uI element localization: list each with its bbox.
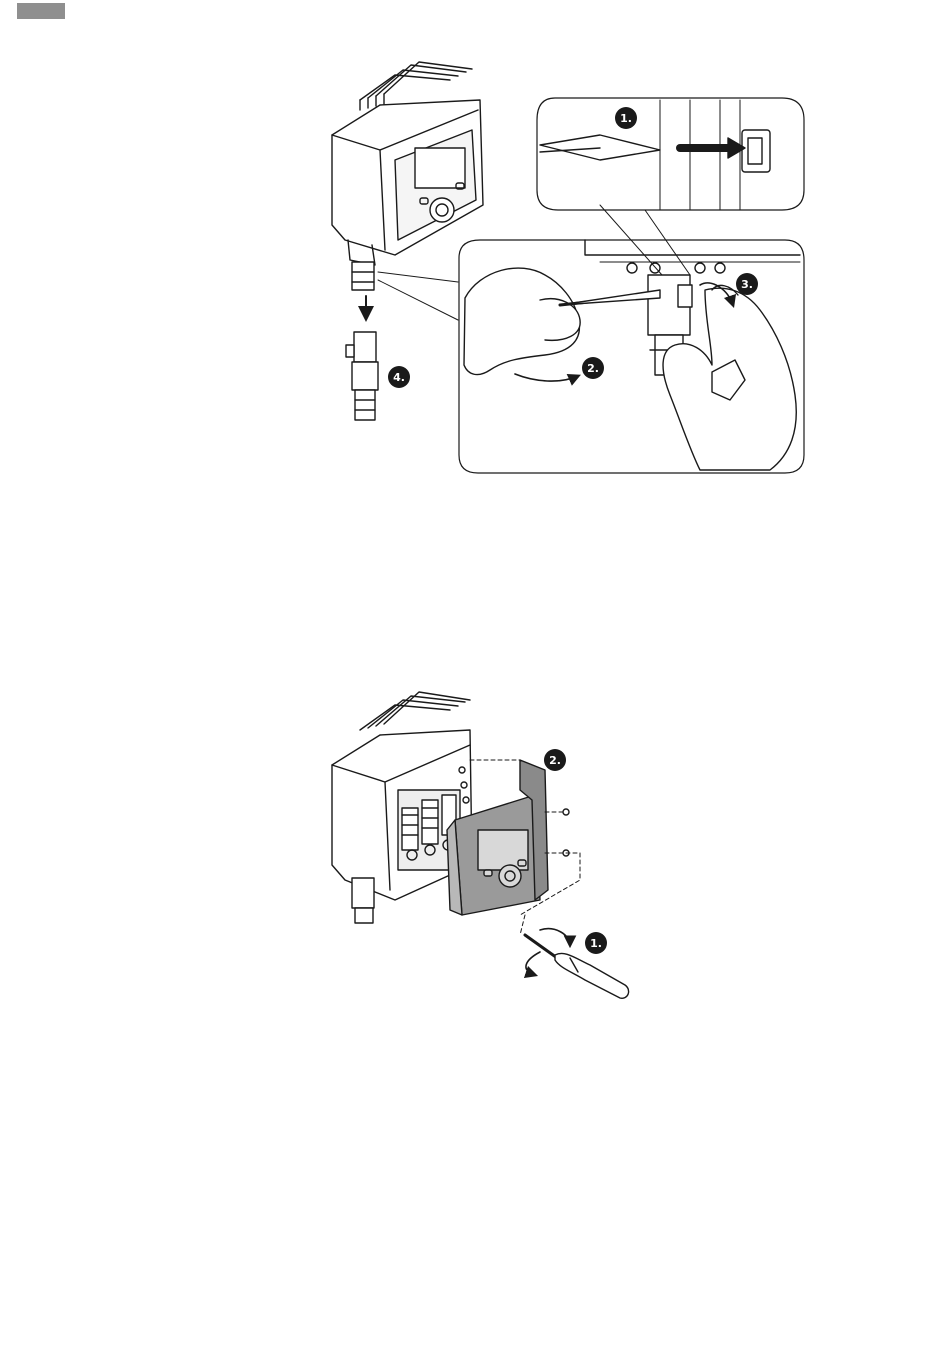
svg-text:1.: 1. (620, 112, 632, 125)
step-badge-1-fig1: 1. (615, 107, 637, 129)
svg-text:2.: 2. (587, 362, 599, 375)
step-badge-2-fig2: 2. (544, 749, 566, 771)
step-badge-1-fig2: 1. (585, 932, 607, 954)
svg-text:3.: 3. (741, 278, 753, 291)
figure-1-sensor-removal (332, 62, 804, 473)
step-badge-3-fig1: 3. (736, 273, 758, 295)
svg-text:4.: 4. (393, 371, 405, 384)
figure-2-cover-removal (332, 692, 629, 998)
svg-text:2.: 2. (549, 754, 561, 767)
step-badge-2-fig1: 2. (582, 357, 604, 379)
step-badge-4-fig1: 4. (388, 366, 410, 388)
removed-sensor (346, 332, 378, 420)
svg-text:1.: 1. (590, 937, 602, 950)
